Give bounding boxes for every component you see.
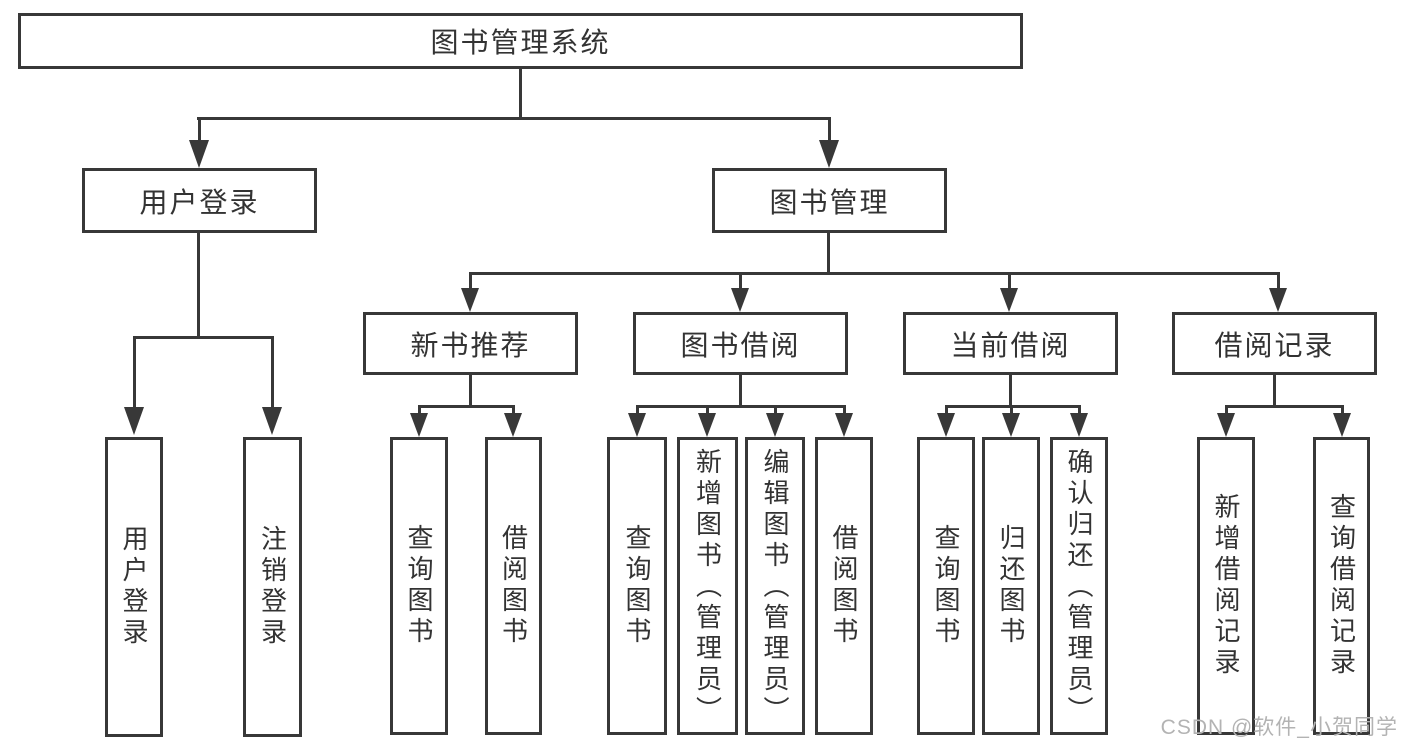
edge-new-books-stem bbox=[469, 375, 472, 407]
leaf-bb-borrow-books: 借阅图书 bbox=[815, 437, 873, 735]
edge-to-leaf-logout-stem bbox=[271, 336, 274, 409]
edge-to-current-borrow-stem bbox=[1008, 272, 1011, 288]
arrow-cb-leaf2 bbox=[1002, 413, 1020, 437]
node-current-borrow: 当前借阅 bbox=[903, 312, 1118, 375]
edge-br-leaf1-stem bbox=[1225, 405, 1228, 417]
leaf-cb-return-books: 归还图书 bbox=[982, 437, 1040, 735]
arrow-br-leaf2 bbox=[1333, 413, 1351, 437]
edge-to-book-borrow-stem bbox=[739, 272, 742, 288]
edge-book-borrow-stem bbox=[739, 375, 742, 407]
node-root: 图书管理系统 bbox=[18, 13, 1023, 69]
node-book-mgmt: 图书管理 bbox=[712, 168, 947, 233]
edge-cb-leaf3-stem bbox=[1078, 405, 1081, 417]
leaf-logout: 注销登录 bbox=[243, 437, 302, 737]
leaf-bb-add-books-admin: 新增图书（管理员） bbox=[677, 437, 738, 735]
leaf-nb-query-books: 查询图书 bbox=[390, 437, 448, 735]
edge-bb-leaf4-stem bbox=[843, 405, 846, 417]
arrow-cb-leaf1 bbox=[937, 413, 955, 437]
arrow-to-user-login bbox=[189, 140, 209, 168]
arrow-to-leaf-login bbox=[124, 407, 144, 435]
arrow-to-book-mgmt bbox=[819, 140, 839, 168]
edge-to-borrow-records-stem bbox=[1277, 272, 1280, 288]
leaf-bb-edit-books-admin: 编辑图书（管理员） bbox=[745, 437, 805, 735]
arrow-to-new-books bbox=[461, 288, 479, 312]
edge-bb-leaf1-stem bbox=[636, 405, 639, 417]
leaf-bb-query-books: 查询图书 bbox=[607, 437, 667, 735]
leaf-cb-query-books: 查询图书 bbox=[917, 437, 975, 735]
edge-nb-leaf1-stem bbox=[418, 405, 421, 417]
node-book-borrow: 图书借阅 bbox=[633, 312, 848, 375]
leaf-br-query-record: 查询借阅记录 bbox=[1313, 437, 1370, 735]
edge-to-user-login-stem bbox=[198, 117, 201, 147]
arrow-cb-leaf3 bbox=[1070, 413, 1088, 437]
edge-nb-leaf2-stem bbox=[512, 405, 515, 417]
arrow-to-book-borrow bbox=[731, 288, 749, 312]
edge-user-login-stem bbox=[197, 233, 200, 337]
edge-cb-leaf1-stem bbox=[945, 405, 948, 417]
edge-borrow-records-stem bbox=[1273, 375, 1276, 407]
arrow-bb-leaf2 bbox=[698, 413, 716, 437]
edge-to-leaf-login-stem bbox=[133, 336, 136, 409]
leaf-br-add-record: 新增借阅记录 bbox=[1197, 437, 1255, 735]
arrow-bb-leaf1 bbox=[628, 413, 646, 437]
node-user-login: 用户登录 bbox=[82, 168, 317, 233]
edge-book-borrow-split bbox=[636, 405, 845, 408]
arrow-to-borrow-records bbox=[1269, 288, 1287, 312]
arrow-nb-leaf2 bbox=[504, 413, 522, 437]
arrow-to-current-borrow bbox=[1000, 288, 1018, 312]
arrow-nb-leaf1 bbox=[410, 413, 428, 437]
edge-to-new-books-stem bbox=[469, 272, 472, 288]
edge-book-mgmt-split bbox=[470, 272, 1280, 275]
leaf-nb-borrow-books: 借阅图书 bbox=[485, 437, 542, 735]
edge-borrow-records-split bbox=[1225, 405, 1343, 408]
edge-bb-leaf3-stem bbox=[774, 405, 777, 417]
edge-new-books-split bbox=[418, 405, 514, 408]
csdn-watermark: CSDN @软件_小贺同学 bbox=[1160, 716, 1398, 739]
edge-br-leaf2-stem bbox=[1341, 405, 1344, 417]
edge-root-stem bbox=[519, 69, 522, 118]
edge-bb-leaf2-stem bbox=[706, 405, 709, 417]
arrow-bb-leaf4 bbox=[835, 413, 853, 437]
arrow-to-leaf-logout bbox=[262, 407, 282, 435]
arrow-br-leaf1 bbox=[1217, 413, 1235, 437]
edge-current-borrow-stem bbox=[1009, 375, 1012, 407]
node-borrow-records: 借阅记录 bbox=[1172, 312, 1377, 375]
leaf-cb-confirm-return-admin: 确认归还（管理员） bbox=[1050, 437, 1108, 735]
leaf-user-login: 用户登录 bbox=[105, 437, 163, 737]
edge-user-login-split bbox=[133, 336, 273, 339]
node-new-books: 新书推荐 bbox=[363, 312, 578, 375]
edge-cb-leaf2-stem bbox=[1010, 405, 1013, 417]
edge-to-book-mgmt-stem bbox=[828, 117, 831, 147]
edge-book-mgmt-stem bbox=[827, 233, 830, 274]
edge-root-split bbox=[197, 117, 831, 120]
arrow-bb-leaf3 bbox=[766, 413, 784, 437]
